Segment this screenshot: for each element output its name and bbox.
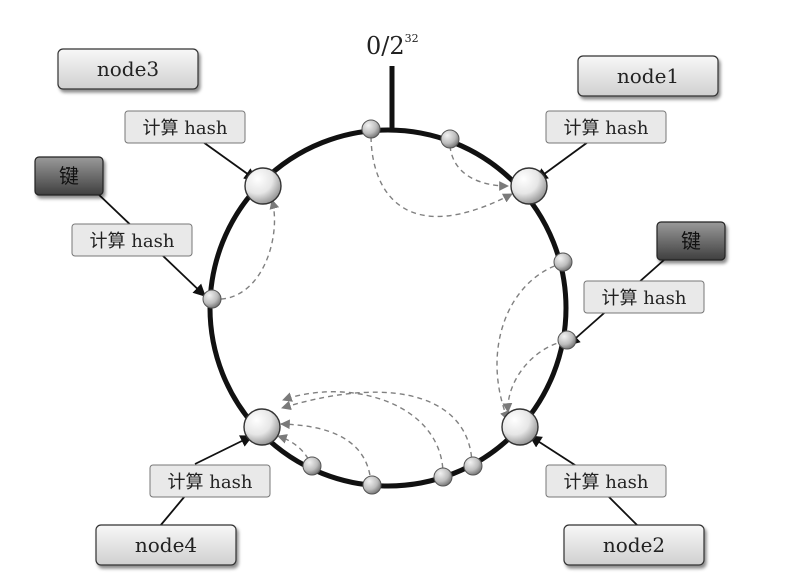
node-boxes: node3 node1 node4 node2 [57, 48, 719, 566]
arrow-node3-hash [202, 141, 258, 181]
hash-label-text: 计算 hash [564, 472, 649, 493]
arrow-node4-hash [194, 435, 254, 465]
origin-label-exponent: 32 [405, 32, 419, 45]
hash-label-text: 计算 hash [564, 118, 649, 139]
arrow-node2-hash [528, 435, 579, 468]
object-points [202, 119, 577, 495]
hash-label-node4: 计算 hash [149, 464, 271, 498]
node1-box: node1 [577, 55, 719, 97]
node3-label: node3 [97, 57, 159, 81]
hash-label-node2: 计算 hash [545, 464, 667, 498]
object-point [553, 252, 573, 272]
arrow-obj-right1-to-node2 [496, 262, 564, 421]
origin-label-main: 0/2 [366, 32, 405, 60]
hash-label-key-right: 计算 hash [583, 280, 705, 314]
hash-label-node3: 计算 hash [124, 110, 246, 144]
hash-label-node1: 计算 hash [545, 110, 667, 144]
node4-point [243, 408, 281, 446]
arrow-obj-b2-to-node4 [280, 419, 372, 485]
node2-point [501, 408, 539, 446]
key-label: 键 [681, 229, 701, 253]
arrow-obj-left-to-node3 [211, 199, 280, 300]
object-point [557, 330, 577, 350]
key-boxes: 键 键 [34, 156, 726, 261]
connector-node2 [607, 495, 641, 529]
node3-point [244, 167, 282, 205]
hash-label-text: 计算 hash [90, 231, 175, 252]
hash-label-text: 计算 hash [168, 472, 253, 493]
key-box-left: 键 [34, 156, 104, 196]
node3-box: node3 [57, 48, 199, 90]
arrow-obj-b4-to-node4 [281, 391, 473, 467]
arrow-obj-top2-to-node1 [449, 145, 509, 191]
node2-box: node2 [563, 524, 705, 566]
arrow-obj-top1-to-node1 [370, 136, 513, 218]
node1-label: node1 [617, 64, 679, 88]
node2-label: node2 [603, 533, 665, 557]
object-point [202, 289, 222, 309]
origin-label: 0/232 [366, 32, 419, 60]
key-label: 键 [59, 164, 79, 188]
hash-labels: 计算 hash 计算 hash 计算 hash 计算 hash 计算 hash … [71, 110, 705, 498]
hash-label-text: 计算 hash [602, 288, 687, 309]
key-box-right: 键 [656, 221, 726, 261]
object-point [463, 456, 483, 476]
hash-label-key-left: 计算 hash [71, 223, 193, 257]
object-point [433, 467, 453, 487]
object-point [362, 475, 382, 495]
node4-box: node4 [95, 524, 237, 566]
object-point [361, 119, 381, 139]
node1-point [510, 167, 548, 205]
object-point [440, 129, 460, 149]
hash-label-text: 计算 hash [143, 118, 228, 139]
node-points [243, 167, 548, 446]
object-point [302, 456, 322, 476]
hash-arrows [94, 141, 665, 529]
arrow-obj-right2-to-node2 [502, 340, 566, 413]
connector-node4 [159, 495, 186, 527]
node4-label: node4 [135, 533, 197, 557]
arrow-node1-hash [534, 141, 589, 181]
